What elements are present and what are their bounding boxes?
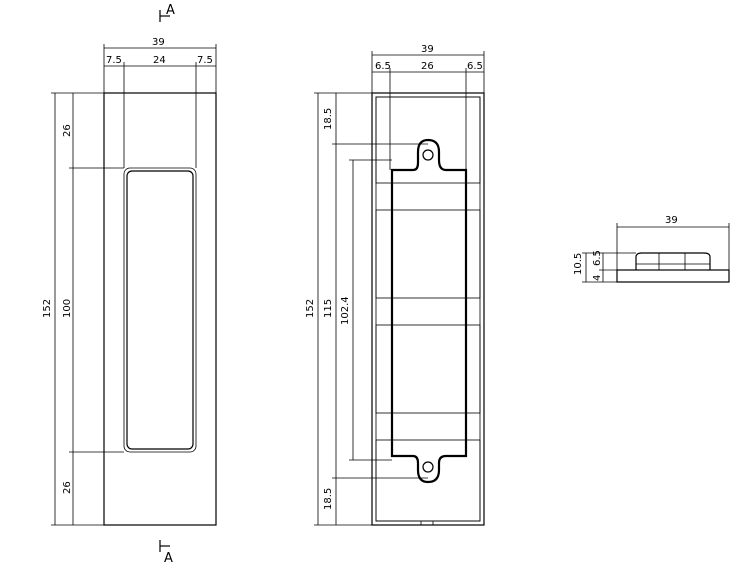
back-screw-hole-top bbox=[422, 149, 434, 161]
back-height-inner: 102.4 bbox=[340, 296, 351, 325]
back-screw-hole-bottom bbox=[422, 461, 434, 473]
back-pocket-lower bbox=[375, 324, 481, 414]
back-pocket-upper bbox=[375, 209, 481, 299]
back-height-bottom: 18.5 bbox=[323, 488, 334, 510]
back-plate-outline bbox=[371, 92, 485, 526]
front-width-total: 39 bbox=[152, 37, 165, 48]
back-width-left: 6.5 bbox=[375, 61, 391, 72]
back-height-top: 18.5 bbox=[323, 108, 334, 130]
front-recess-inner bbox=[126, 170, 194, 450]
side-height-upper: 6.5 bbox=[592, 250, 603, 266]
back-width-total: 39 bbox=[421, 44, 434, 55]
section-marker-bottom: A bbox=[159, 540, 173, 566]
side-width-total: 39 bbox=[665, 215, 678, 226]
back-height-mid: 115 bbox=[323, 299, 334, 318]
back-width-mid: 26 bbox=[421, 61, 434, 72]
side-view: 39 10.5 6.5 4 bbox=[573, 215, 730, 283]
side-height-lower: 4 bbox=[592, 275, 603, 281]
side-height-total: 10.5 bbox=[573, 253, 584, 275]
back-pocket-top bbox=[375, 96, 481, 184]
front-plate-outline bbox=[103, 92, 217, 526]
section-marker-top: A bbox=[159, 3, 175, 22]
front-width-right: 7.5 bbox=[197, 55, 213, 66]
front-height-top: 26 bbox=[62, 124, 73, 137]
back-view: 39 6.5 26 6.5 152 18.5 115 18.5 102.4 bbox=[305, 44, 485, 526]
side-raised-profile bbox=[635, 252, 711, 270]
back-mounting-bracket bbox=[390, 138, 468, 484]
front-width-mid: 24 bbox=[153, 55, 166, 66]
section-label-bottom: A bbox=[164, 551, 173, 566]
back-pocket-bottom bbox=[375, 439, 481, 522]
side-base-plate bbox=[616, 269, 730, 283]
front-height-total: 152 bbox=[42, 299, 53, 318]
front-recess-outer bbox=[123, 167, 197, 453]
front-width-left: 7.5 bbox=[106, 55, 122, 66]
front-height-bottom: 26 bbox=[62, 481, 73, 494]
section-label-top: A bbox=[166, 3, 175, 18]
front-view: 39 7.5 24 7.5 152 26 100 26 bbox=[42, 37, 217, 526]
back-height-total: 152 bbox=[305, 299, 316, 318]
front-height-mid: 100 bbox=[62, 299, 73, 318]
back-width-right: 6.5 bbox=[467, 61, 483, 72]
